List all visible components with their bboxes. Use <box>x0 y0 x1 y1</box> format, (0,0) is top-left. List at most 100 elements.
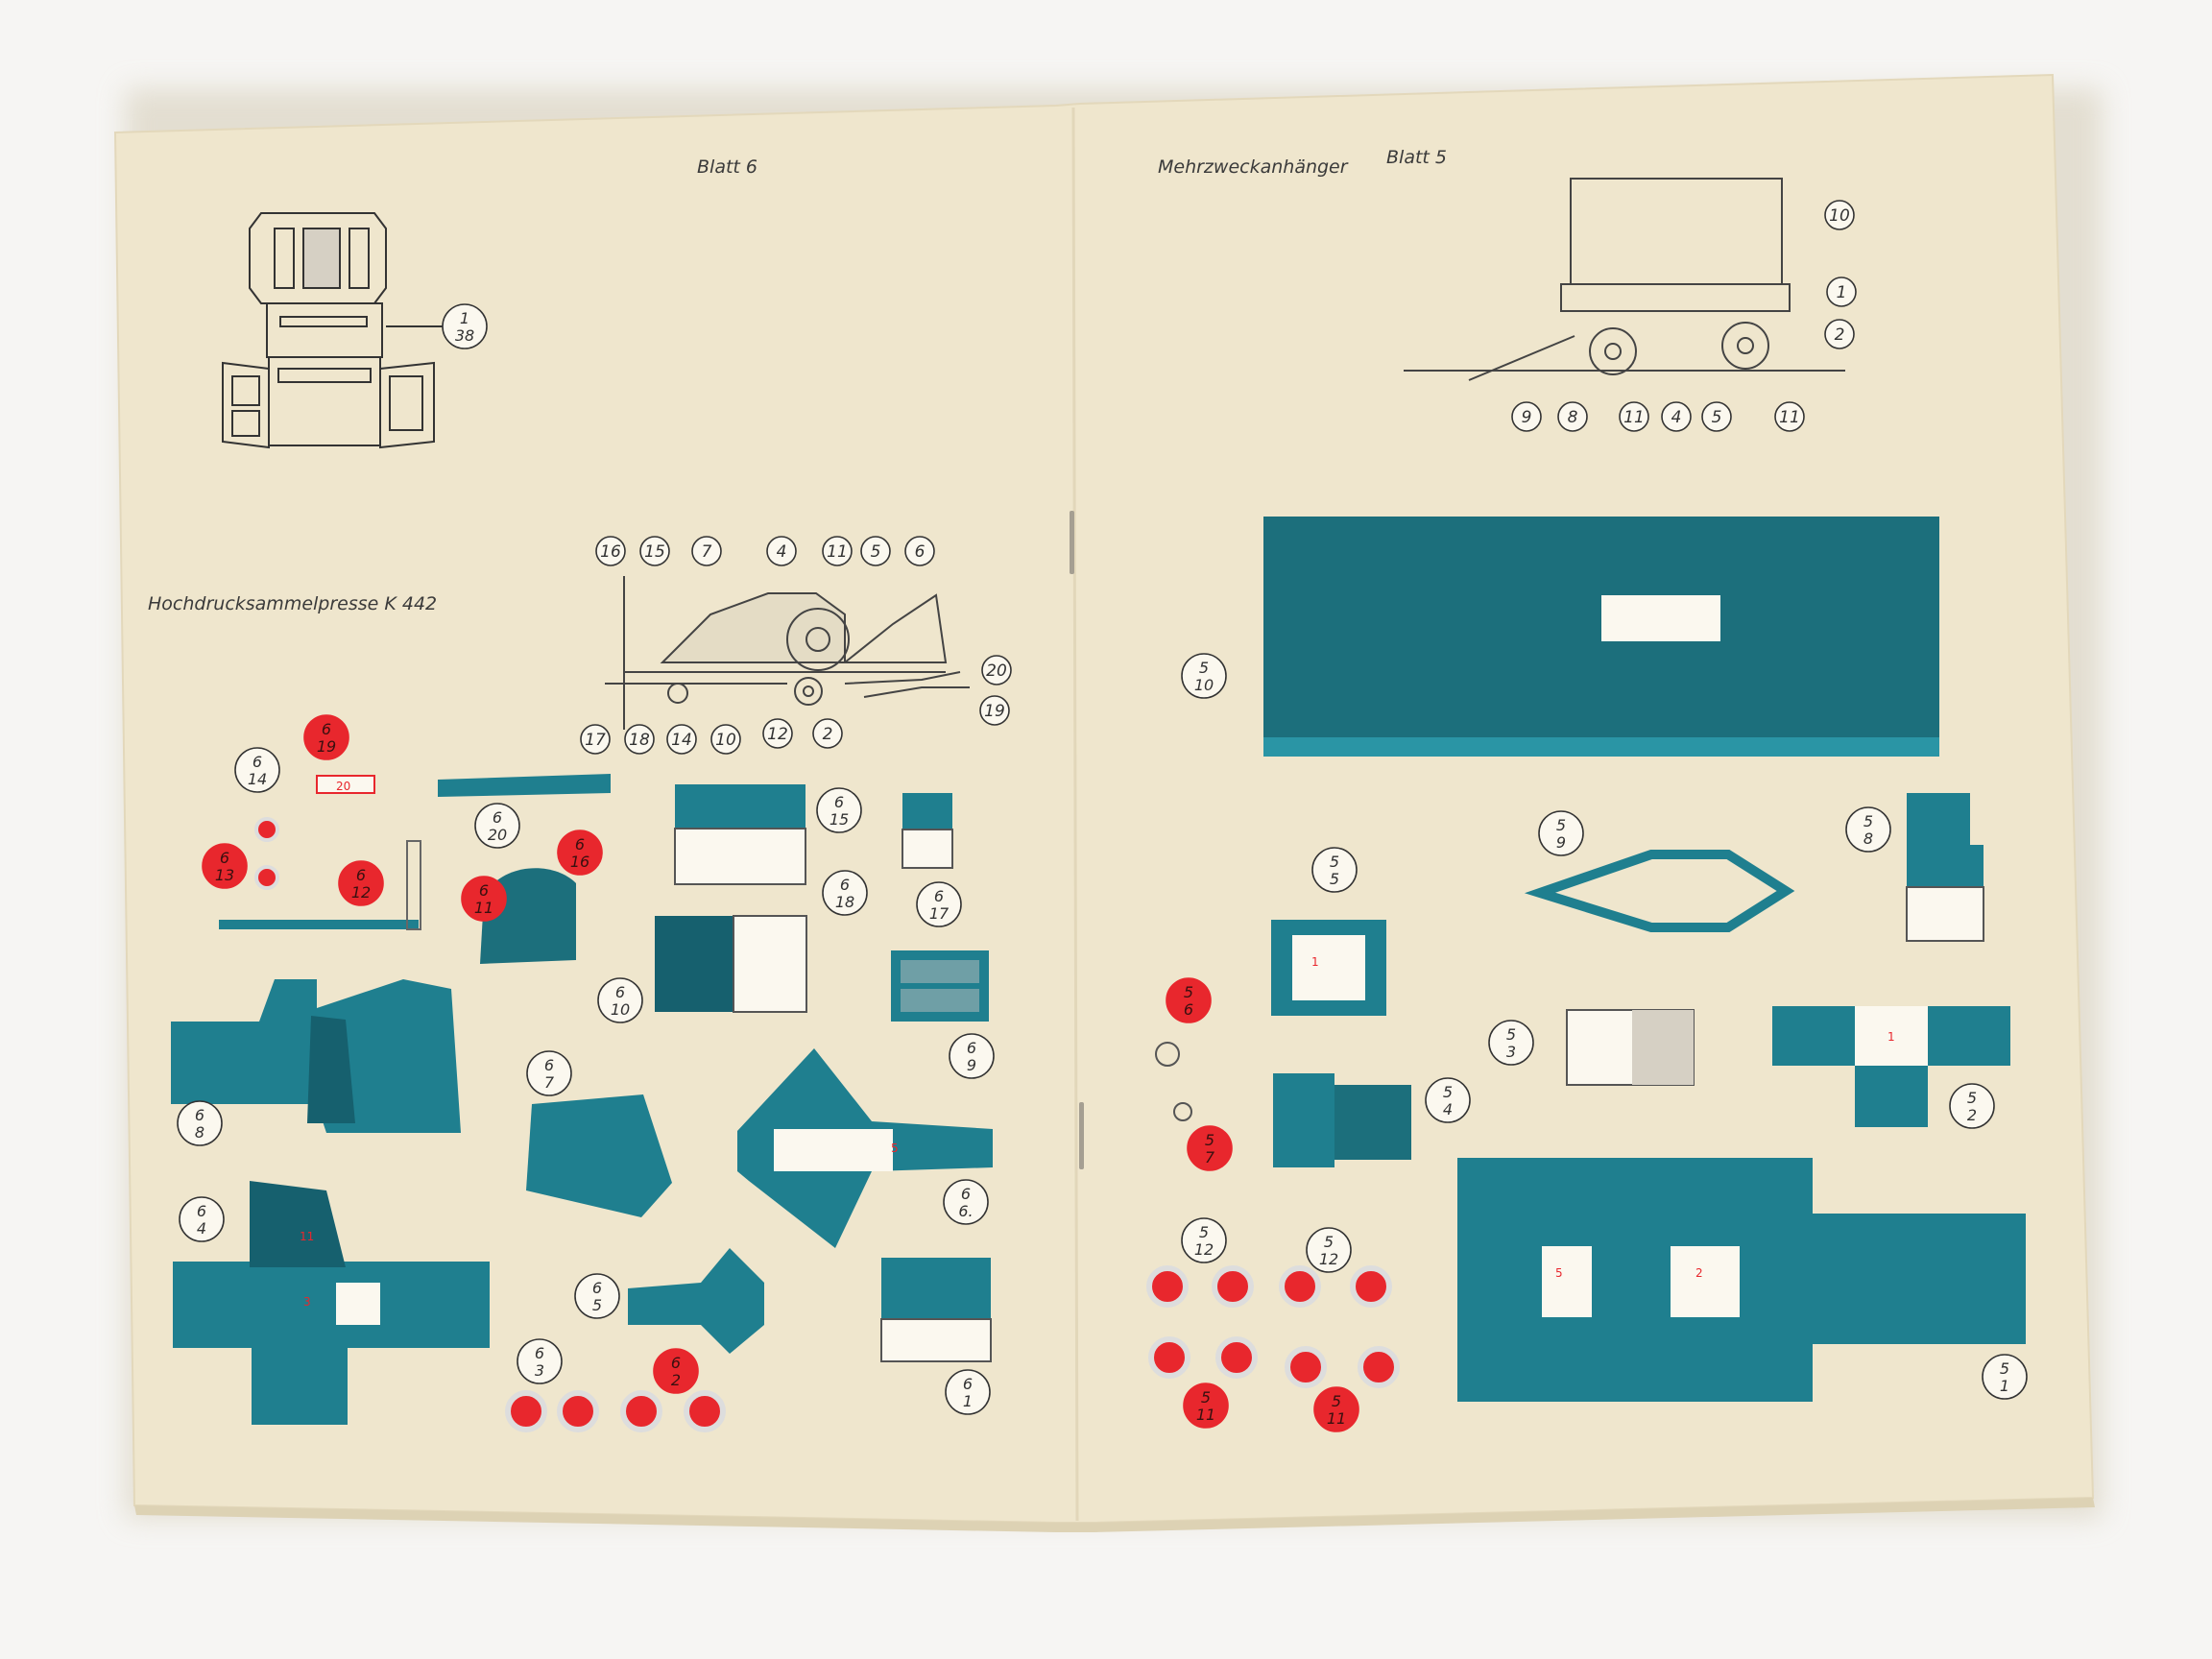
left-part-5-sheet: 6 <box>575 835 585 854</box>
left-part-7-part: 15 <box>830 810 849 829</box>
left-part-15-part: 4 <box>197 1219 206 1238</box>
trailer-callout-8: 11 <box>1774 401 1805 432</box>
left-part-18-part: 2 <box>671 1371 681 1389</box>
callout-cab-part: 38 <box>455 326 474 345</box>
trailer-assembly-drawing <box>1404 178 1845 381</box>
left-part-13: 67 <box>526 1050 572 1096</box>
baler-callout-6-label: 6 <box>915 542 926 562</box>
right-sheet-label: Blatt 5 <box>1386 147 1447 168</box>
left-part-17-part: 3 <box>535 1361 544 1380</box>
left-part-15: 64 <box>179 1196 225 1242</box>
left-part-9-part: 17 <box>929 904 950 923</box>
right-part-5-sheet: 5 <box>1506 1025 1516 1044</box>
right-part-12: 511 <box>1313 1386 1359 1432</box>
trailer-callout-5-label: 11 <box>1623 408 1645 427</box>
left-part-10: 610 <box>597 977 643 1023</box>
baler-callout-12: 10 <box>710 724 741 755</box>
trailer-callout-8-label: 11 <box>1779 408 1800 427</box>
left-part-8-part: 18 <box>835 893 854 911</box>
baler-callout-0-label: 16 <box>600 542 621 562</box>
left-part-12: 68 <box>177 1100 223 1146</box>
right-part-6-sheet: 5 <box>1967 1089 1977 1107</box>
baler-callout-7: 20 <box>981 655 1012 685</box>
right-part-5: 53 <box>1488 1020 1534 1066</box>
right-part-2: 58 <box>1845 806 1891 853</box>
left-part-11-sheet: 6 <box>967 1039 976 1057</box>
paper-bottom-edge <box>134 1498 2095 1532</box>
left-part-12-sheet: 6 <box>195 1106 204 1124</box>
left-part-2-part: 13 <box>215 866 234 884</box>
baler-callout-2: 7 <box>691 536 722 566</box>
staple-top <box>1070 511 1074 574</box>
baler-callout-1-label: 15 <box>644 542 665 562</box>
right-part-0-part: 10 <box>1194 676 1214 694</box>
left-part-3-sheet: 6 <box>356 866 366 884</box>
trailer-bed-cutout <box>1263 517 1939 757</box>
right-part-4: 56 <box>1166 977 1212 1023</box>
left-model-title: Hochdrucksammelpresse K 442 <box>148 593 437 614</box>
left-part-12-part: 8 <box>195 1123 204 1142</box>
left-part-11-part: 9 <box>967 1056 976 1074</box>
left-part-18: 62 <box>653 1348 699 1394</box>
right-part-12-part: 11 <box>1327 1409 1346 1428</box>
baler-callout-4-label: 11 <box>827 542 848 562</box>
trailer-callout-7-label: 5 <box>1712 408 1722 427</box>
left-part-5: 616 <box>557 830 603 876</box>
cab-net-drawing <box>222 212 444 449</box>
left-part-18-sheet: 6 <box>671 1354 681 1372</box>
baler-callout-3: 4 <box>766 536 797 566</box>
baler-callout-13: 12 <box>762 718 793 749</box>
left-part-1: 614 <box>234 747 280 793</box>
left-part-0-sheet: 6 <box>322 720 331 738</box>
left-part-0-part: 19 <box>317 737 336 756</box>
trailer-callout-6: 4 <box>1661 401 1692 432</box>
trailer-callout-2: 2 <box>1824 319 1855 349</box>
baler-callout-3-label: 4 <box>777 542 787 562</box>
baler-callout-10-label: 18 <box>629 731 650 750</box>
bed-mark-5: 5 <box>1555 1266 1563 1280</box>
right-part-5-part: 3 <box>1506 1043 1516 1061</box>
left-part-7: 615 <box>816 787 862 833</box>
right-part-10: 512 <box>1306 1227 1352 1273</box>
left-part-19-part: 1 <box>963 1392 973 1410</box>
right-part-7: 54 <box>1425 1077 1471 1123</box>
right-part-9-part: 12 <box>1194 1240 1214 1259</box>
baler-callout-14: 2 <box>812 718 843 749</box>
baler-callout-8: 19 <box>979 695 1010 726</box>
right-part-9-sheet: 5 <box>1199 1223 1209 1241</box>
right-part-4-part: 6 <box>1184 1000 1193 1019</box>
baler-callout-6: 6 <box>904 536 935 566</box>
right-part-13: 51 <box>1982 1354 2028 1400</box>
left-part-15-sheet: 6 <box>197 1202 206 1220</box>
left-part-14-part: 6. <box>958 1202 973 1220</box>
body-mark-5: 5 <box>891 1142 899 1155</box>
body-mark-3: 3 <box>303 1295 311 1309</box>
left-part-8-sheet: 6 <box>840 876 850 894</box>
baler-callout-9-label: 17 <box>585 731 606 750</box>
strip-mark-20: 20 <box>336 780 350 793</box>
baler-callout-8-label: 19 <box>984 702 1005 721</box>
baler-callout-2-label: 7 <box>702 542 712 562</box>
trailer-callout-5: 11 <box>1619 401 1649 432</box>
left-part-1-sheet: 6 <box>252 753 262 771</box>
right-part-3: 55 <box>1311 847 1358 893</box>
baler-callout-9: 17 <box>580 724 611 755</box>
left-part-17: 63 <box>517 1338 563 1384</box>
left-part-4-part: 20 <box>488 826 507 844</box>
trailer-callout-3: 9 <box>1511 401 1542 432</box>
left-part-10-sheet: 6 <box>615 983 625 1001</box>
baler-callout-1: 15 <box>639 536 670 566</box>
left-part-2: 613 <box>202 843 248 889</box>
baler-callout-14-label: 2 <box>823 725 833 744</box>
right-part-11-sheet: 5 <box>1201 1388 1211 1407</box>
left-part-3: 612 <box>338 860 384 906</box>
baler-callout-0: 16 <box>595 536 626 566</box>
left-part-0: 619 <box>303 714 349 760</box>
left-part-14: 66. <box>943 1179 989 1225</box>
left-part-13-part: 7 <box>544 1073 555 1092</box>
trailer-callout-1: 1 <box>1826 276 1857 307</box>
right-part-11-part: 11 <box>1196 1406 1215 1424</box>
baler-assembly-drawing <box>605 576 970 730</box>
trailer-callout-1-label: 1 <box>1837 283 1847 302</box>
baler-callout-5: 5 <box>860 536 891 566</box>
